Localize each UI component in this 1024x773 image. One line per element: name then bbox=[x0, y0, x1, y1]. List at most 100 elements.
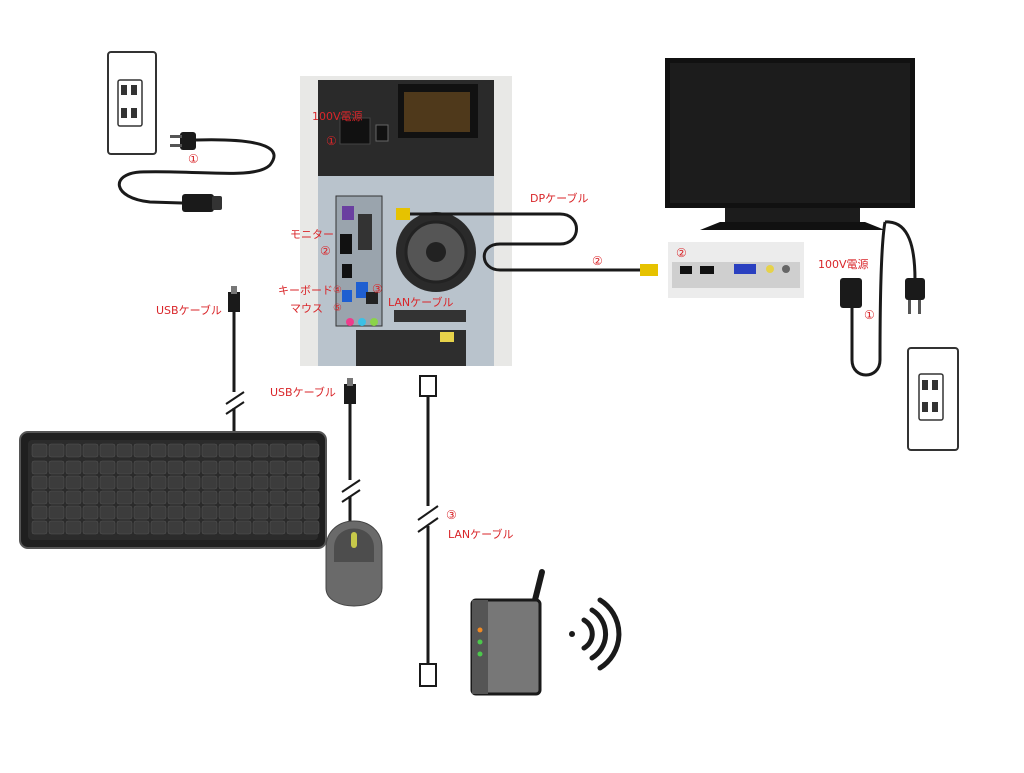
keyboard-key bbox=[48, 475, 65, 490]
wifi-signal-icon bbox=[569, 597, 622, 671]
keyboard-key bbox=[65, 443, 82, 458]
keyboard-key bbox=[252, 443, 269, 458]
keyboard-key bbox=[31, 505, 48, 520]
pc-tower-back-icon bbox=[300, 76, 512, 366]
keyboard-key bbox=[201, 460, 218, 475]
mouse-port-label: マウス bbox=[290, 302, 323, 315]
keyboard-key bbox=[133, 443, 150, 458]
keyboard-icon bbox=[19, 431, 327, 549]
keyboard-key bbox=[31, 475, 48, 490]
keyboard-key bbox=[218, 490, 235, 505]
keyboard-key bbox=[150, 505, 167, 520]
dp-cable-number: ② bbox=[592, 254, 603, 268]
keyboard-key bbox=[65, 460, 82, 475]
keyboard-key bbox=[303, 460, 320, 475]
keyboard-key bbox=[286, 520, 303, 535]
keyboard-key bbox=[82, 490, 99, 505]
monitor-port-number: ② bbox=[320, 244, 331, 258]
keyboard-key bbox=[252, 475, 269, 490]
keyboard-key bbox=[82, 460, 99, 475]
keyboard-key bbox=[48, 490, 65, 505]
keyboard-key bbox=[218, 505, 235, 520]
keyboard-key bbox=[235, 505, 252, 520]
usb-cable-keyboard bbox=[225, 286, 245, 436]
keyboard-key bbox=[48, 443, 65, 458]
keyboard-key bbox=[201, 520, 218, 535]
monitor-icon bbox=[665, 58, 915, 230]
keyboard-key bbox=[184, 505, 201, 520]
keyboard-key bbox=[286, 460, 303, 475]
keyboard-key bbox=[116, 475, 133, 490]
keyboard-key bbox=[235, 443, 252, 458]
keyboard-key bbox=[31, 460, 48, 475]
keyboard-key bbox=[269, 505, 286, 520]
keyboard-key bbox=[150, 475, 167, 490]
monitor-input-ports bbox=[668, 242, 804, 298]
keyboard-key bbox=[116, 505, 133, 520]
keyboard-key bbox=[235, 490, 252, 505]
lan-port-number: ③ bbox=[372, 282, 383, 296]
keyboard-key bbox=[167, 520, 184, 535]
keyboard-key bbox=[269, 520, 286, 535]
keyboard-key bbox=[48, 520, 65, 535]
keyboard-key bbox=[133, 460, 150, 475]
keyboard-key bbox=[150, 490, 167, 505]
keyboard-key bbox=[48, 460, 65, 475]
keyboard-key bbox=[48, 505, 65, 520]
keyboard-key bbox=[167, 460, 184, 475]
keyboard-key bbox=[184, 520, 201, 535]
pc-power-label: 100V電源 bbox=[312, 110, 363, 123]
keyboard-port-label: キーボード bbox=[278, 284, 333, 297]
keyboard-key bbox=[252, 505, 269, 520]
power-cable-left bbox=[118, 138, 276, 205]
wifi-router-icon bbox=[470, 569, 545, 696]
monitor-power-number: ① bbox=[864, 308, 875, 322]
keyboard-key bbox=[303, 475, 320, 490]
keyboard-key bbox=[201, 490, 218, 505]
usb-cable-mouse bbox=[341, 378, 361, 522]
keyboard-key bbox=[82, 443, 99, 458]
keyboard-key bbox=[235, 460, 252, 475]
keyboard-key bbox=[133, 505, 150, 520]
keyboard-key bbox=[99, 475, 116, 490]
keyboard-key bbox=[31, 443, 48, 458]
outlet-left-number: ① bbox=[188, 152, 199, 166]
pc-power-number: ① bbox=[326, 134, 337, 148]
keyboard-key bbox=[201, 443, 218, 458]
keyboard-key bbox=[269, 460, 286, 475]
keyboard-key bbox=[65, 520, 82, 535]
keyboard-key bbox=[31, 520, 48, 535]
keyboard-key bbox=[286, 505, 303, 520]
keyboard-key bbox=[99, 460, 116, 475]
keyboard-key bbox=[150, 520, 167, 535]
lan-cable-number: ③ bbox=[446, 508, 457, 522]
keyboard-key bbox=[99, 505, 116, 520]
mouse-icon bbox=[325, 520, 383, 607]
keyboard-key bbox=[252, 460, 269, 475]
usb-mouse-label: USBケーブル bbox=[270, 386, 336, 399]
keyboard-key bbox=[116, 490, 133, 505]
keyboard-key bbox=[116, 460, 133, 475]
keyboard-key bbox=[65, 490, 82, 505]
monitor-power-label: 100V電源 bbox=[818, 258, 869, 271]
keyboard-key bbox=[31, 490, 48, 505]
keyboard-key bbox=[235, 475, 252, 490]
keyboard-key bbox=[303, 520, 320, 535]
keyboard-key bbox=[133, 475, 150, 490]
lan-port-label: LANケーブル bbox=[388, 296, 454, 309]
lan-cable-label: LANケーブル bbox=[448, 528, 514, 541]
lan-cable bbox=[417, 375, 439, 687]
keyboard-key bbox=[184, 475, 201, 490]
keyboard-key bbox=[167, 490, 184, 505]
keyboard-key bbox=[116, 520, 133, 535]
keyboard-key bbox=[133, 520, 150, 535]
keyboard-key bbox=[218, 460, 235, 475]
keyboard-key bbox=[150, 460, 167, 475]
power-plug-icon bbox=[840, 278, 925, 314]
keyboard-key bbox=[269, 475, 286, 490]
keyboard-key bbox=[65, 505, 82, 520]
keyboard-key bbox=[82, 520, 99, 535]
keyboard-key bbox=[167, 475, 184, 490]
keyboard-key bbox=[99, 490, 116, 505]
